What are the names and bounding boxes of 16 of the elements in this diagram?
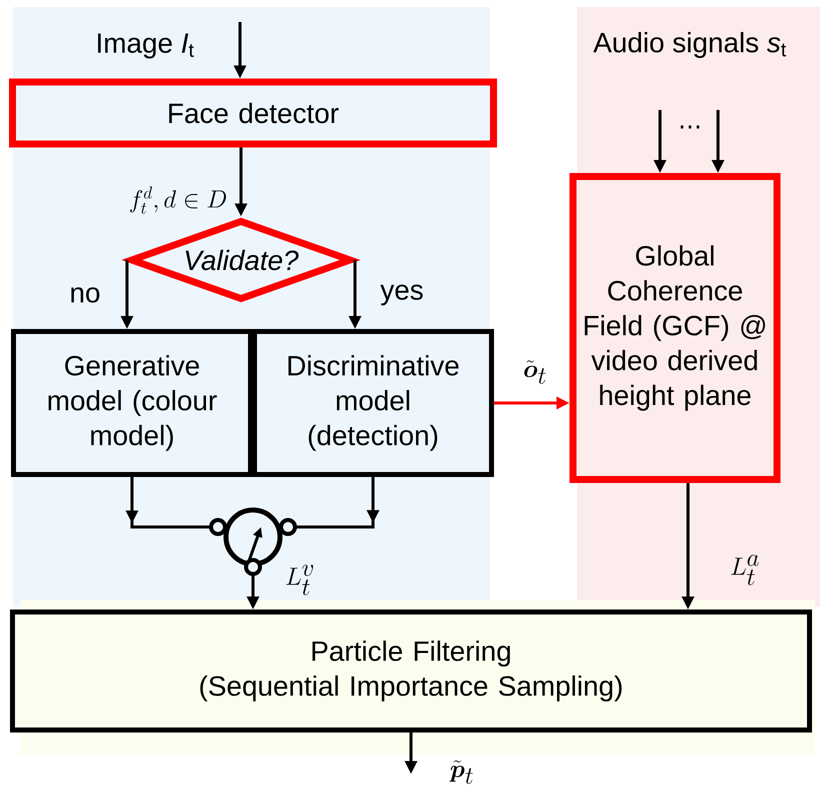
edge-label: $f_t^d, d \in D$ <box>130 186 226 214</box>
process-box: Face detector <box>9 78 497 148</box>
edge-label: $L_t^v$ <box>286 564 314 596</box>
edge-label: Image I$_{t}$ <box>98 34 194 58</box>
process-box: Particle Filtering (Sequential Importance Sampling) <box>10 610 812 732</box>
process-box: Generative model (colour model) <box>11 329 253 477</box>
edge-label: $\tilde{\boldsymbol{o}}_t$ <box>524 360 546 384</box>
edge-label: no <box>71 287 100 303</box>
process-box: Global Coherence Field (GCF) @ video derived height plane <box>570 173 780 483</box>
edge-label: yes <box>380 284 423 306</box>
edge-label: $L_t^a$ <box>731 554 759 586</box>
label: Audio signals s$_{t}$ <box>593 32 786 58</box>
arrow <box>295 477 380 528</box>
edge-label: $\tilde{\boldsymbol{p}}_t$ <box>450 760 473 784</box>
process-box: Discriminative model (detection) <box>252 329 494 477</box>
label: ⋯ <box>680 126 700 128</box>
